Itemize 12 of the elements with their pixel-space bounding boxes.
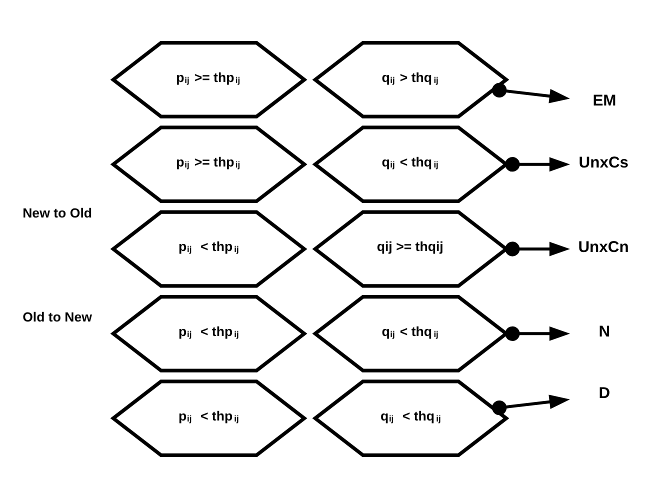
node-text: UnxCs	[578, 154, 629, 171]
label: Old to New	[22, 308, 92, 324]
node-text: UnxCn	[578, 238, 629, 256]
node-text: EM	[592, 92, 616, 110]
arrow	[505, 156, 570, 172]
arrow	[505, 326, 570, 340]
label: New to Old	[22, 204, 92, 220]
arrow	[505, 241, 570, 256]
arrow	[492, 82, 570, 103]
arrow	[492, 394, 570, 415]
node-text: N	[598, 323, 610, 340]
node-text: D	[598, 384, 610, 402]
